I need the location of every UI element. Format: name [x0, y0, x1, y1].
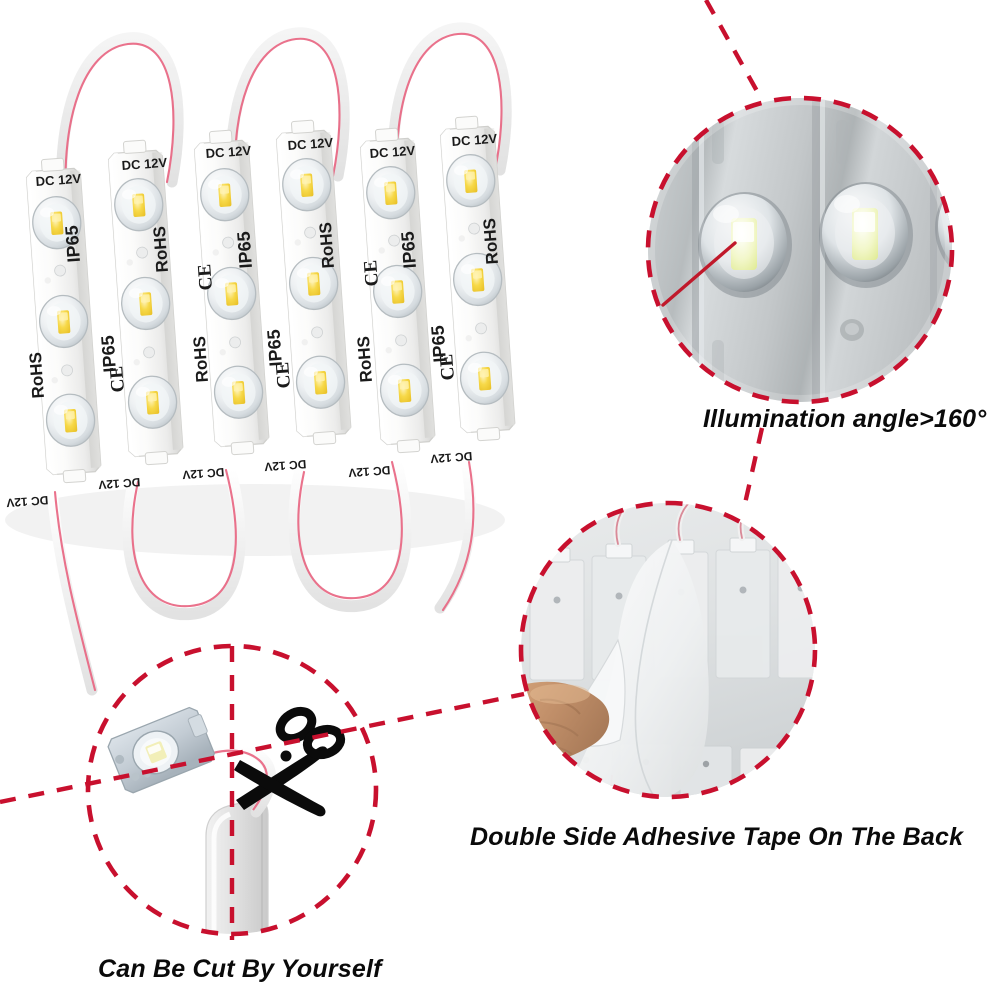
closeup-illumination-photo — [645, 95, 955, 405]
wire-loops-top — [56, 22, 512, 206]
strip-3 — [192, 128, 271, 457]
wire-loops-bottom — [46, 454, 476, 696]
pointer-line-led-chip — [661, 241, 737, 307]
caption-adhesive-tape: Double Side Adhesive Tape On The Back — [470, 823, 964, 851]
closeup-cut-photo — [85, 643, 379, 937]
leader-tape-left — [0, 691, 525, 805]
leader-lines — [0, 0, 765, 940]
closeup-adhesive-photo — [518, 500, 818, 800]
strip-1 — [24, 156, 103, 485]
main-led-cluster — [5, 22, 517, 696]
caption-cut-by-yourself: Can Be Cut By Yourself — [98, 955, 382, 983]
scissors-icon — [234, 706, 346, 817]
strip-5 — [358, 126, 437, 455]
caption-illumination-angle: Illumination angle>160° — [703, 405, 987, 433]
strip-2 — [106, 138, 185, 467]
callout-ring-adhesive — [518, 500, 818, 800]
leader-illum-to-tape — [741, 427, 765, 509]
callout-ring-illumination — [645, 95, 955, 405]
leader-top-right — [704, 0, 764, 102]
callout-ring-cut — [85, 643, 379, 937]
